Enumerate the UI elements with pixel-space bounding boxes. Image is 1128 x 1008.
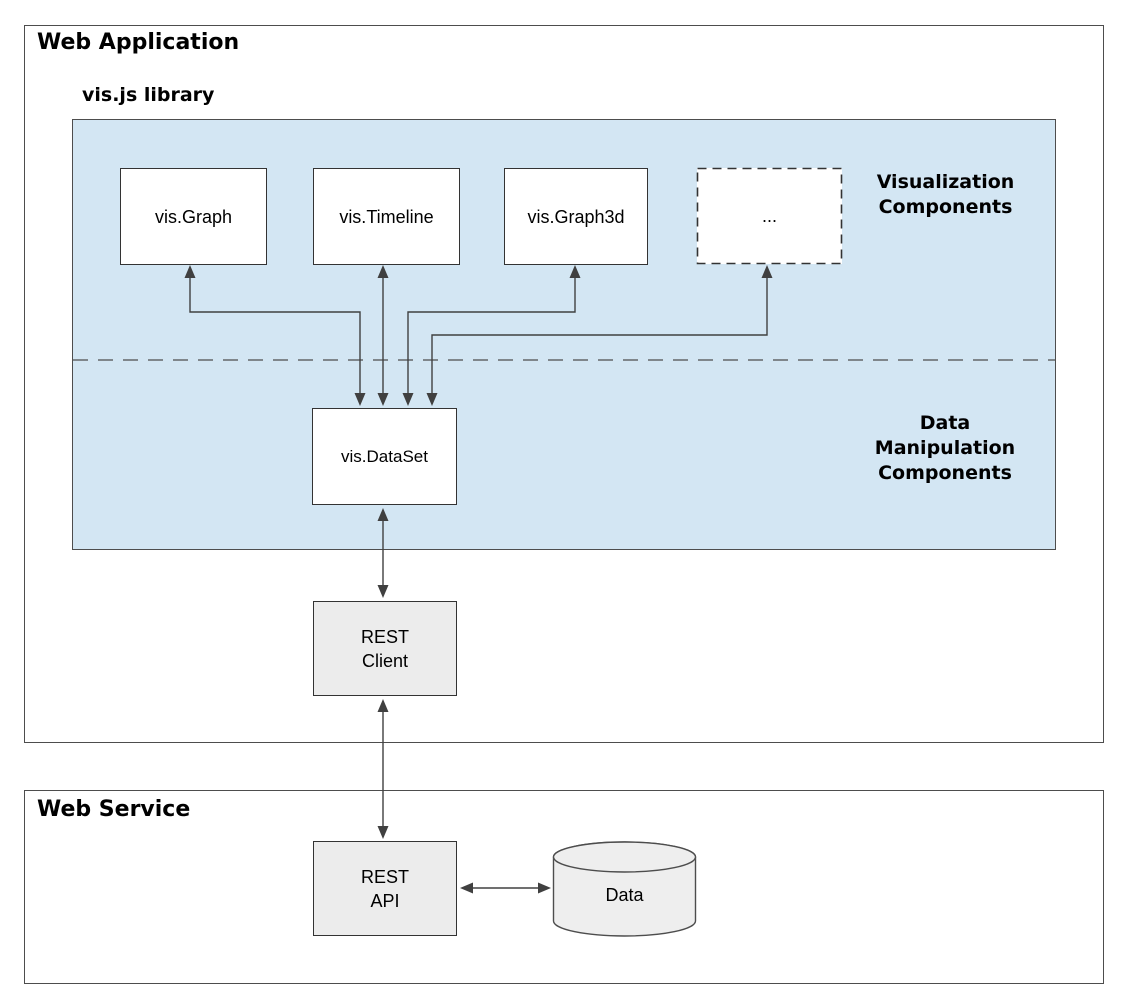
node-vis-timeline: vis.Timeline <box>313 168 460 265</box>
web-service-title: Web Service <box>37 797 191 822</box>
node-rest-client: REST Client <box>313 601 457 696</box>
node-data-store-label: Data <box>605 884 644 905</box>
node-rest-api: REST API <box>313 841 457 936</box>
node-vis-graph: vis.Graph <box>120 168 267 265</box>
visjs-library-label: vis.js library <box>82 84 215 106</box>
node-vis-dataset: vis.DataSet <box>312 408 457 505</box>
node-more-components: ... <box>697 168 842 264</box>
data-manipulation-components-label: Data Manipulation Components <box>874 412 1016 484</box>
web-application-title: Web Application <box>37 30 240 55</box>
node-vis-graph3d: vis.Graph3d <box>504 168 648 265</box>
visualization-components-label: Visualization Components <box>876 171 1015 218</box>
